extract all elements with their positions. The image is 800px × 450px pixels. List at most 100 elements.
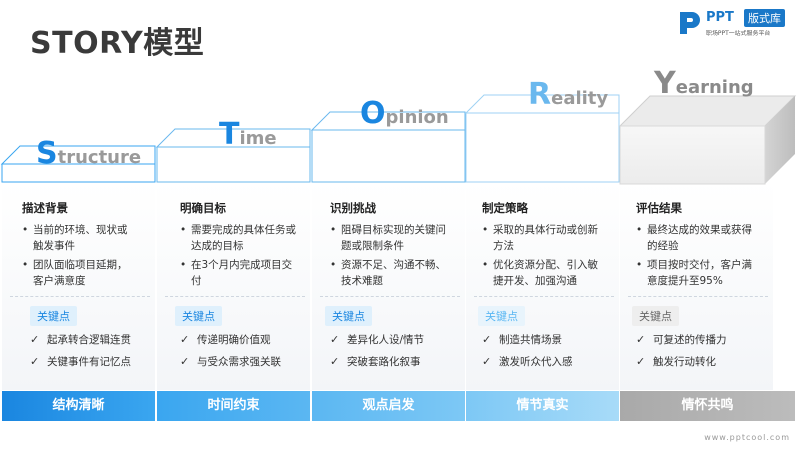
step-opinion: Opinion bbox=[310, 96, 466, 184]
list-item: 团队面临项目延期，客户满意度 bbox=[22, 257, 137, 289]
step-structure: Structure bbox=[0, 136, 156, 184]
check-icon: ✓ bbox=[482, 355, 492, 368]
check-icon: ✓ bbox=[330, 333, 340, 346]
list-item: 采取的具体行动或创新方法 bbox=[482, 222, 600, 254]
key-point-list: ✓ 传递明确价值观 ✓ 与受众需求强关联 bbox=[180, 333, 330, 377]
check-icon: ✓ bbox=[30, 355, 40, 368]
logo-mark-icon bbox=[680, 12, 700, 34]
list-item: 最终达成的效果或获得的经验 bbox=[636, 222, 761, 254]
list-item: 需要完成的具体任务或达成的目标 bbox=[180, 222, 298, 254]
step-box bbox=[618, 95, 797, 185]
divider bbox=[474, 296, 614, 297]
check-item: ✓ 激发听众代入感 bbox=[482, 355, 632, 369]
check-text: 起承转合逻辑连贯 bbox=[47, 334, 131, 346]
key-point-list: ✓ 可复述的传播力 ✓ 触发行动转化 bbox=[636, 333, 786, 377]
key-point-label: 关键点 bbox=[632, 306, 679, 326]
step-initial: R bbox=[528, 77, 552, 112]
check-item: ✓ 突破套路化叙事 bbox=[330, 355, 480, 369]
step-word: Yearning bbox=[654, 66, 754, 101]
step-box bbox=[310, 111, 466, 183]
check-text: 触发行动转化 bbox=[653, 356, 716, 368]
list-item: 项目按时交付，客户满意度提升至95% bbox=[636, 257, 761, 289]
check-text: 制造共情场景 bbox=[499, 334, 562, 346]
check-icon: ✓ bbox=[180, 333, 190, 346]
divider bbox=[10, 296, 150, 297]
column-heading: 制定策略 bbox=[482, 201, 528, 215]
list-item: 在3个月内完成项目交付 bbox=[180, 257, 298, 289]
column-heading: 描述背景 bbox=[22, 201, 68, 215]
step-rest: ime bbox=[239, 128, 277, 149]
check-text: 突破套路化叙事 bbox=[347, 356, 421, 368]
step-yearning: Yearning bbox=[618, 66, 797, 185]
logo-badge: 版式库 bbox=[744, 9, 785, 27]
column-time: 明确目标 需要完成的具体任务或达成的目标 在3个月内完成项目交付 bbox=[180, 200, 330, 292]
step-rest: eality bbox=[551, 88, 609, 109]
slide-title: STORY模型 bbox=[30, 26, 205, 61]
check-item: ✓ 关键事件有记忆点 bbox=[30, 355, 180, 369]
check-text: 与受众需求强关联 bbox=[197, 356, 281, 368]
column-yearning: 评估结果 最终达成的效果或获得的经验 项目按时交付，客户满意度提升至95% bbox=[636, 200, 786, 292]
check-icon: ✓ bbox=[482, 333, 492, 346]
key-point-label: 关键点 bbox=[30, 306, 77, 326]
check-item: ✓ 制造共情场景 bbox=[482, 333, 632, 347]
step-initial: S bbox=[36, 136, 58, 171]
check-item: ✓ 触发行动转化 bbox=[636, 355, 786, 369]
bar-opinion: 观点启发 bbox=[312, 391, 465, 421]
check-item: ✓差异化人设/情节 bbox=[330, 333, 480, 347]
check-icon: ✓ bbox=[30, 333, 40, 346]
key-point-label: 关键点 bbox=[478, 306, 525, 326]
key-point-label: 关键点 bbox=[175, 306, 222, 326]
column-structure: 描述背景 当前的环境、现状或触发事件 团队面临项目延期，客户满意度 bbox=[22, 200, 172, 292]
bar-structure: 结构清晰 bbox=[2, 391, 155, 421]
footer-url: www.pptcool.com bbox=[704, 433, 790, 442]
divider bbox=[165, 296, 305, 297]
brand-logo: PPT 版式库 职场PPT一站式服务平台 bbox=[678, 8, 794, 42]
bar-time: 时间约束 bbox=[157, 391, 310, 421]
divider bbox=[628, 296, 768, 297]
column-reality: 制定策略 采取的具体行动或创新方法 优化资源分配、引入敏捷开发、加强沟通 bbox=[482, 200, 632, 292]
check-item: ✓ 与受众需求强关联 bbox=[180, 355, 330, 369]
step-time: Time bbox=[155, 117, 311, 184]
step-initial: O bbox=[360, 96, 386, 131]
list-item: 当前的环境、现状或触发事件 bbox=[22, 222, 137, 254]
step-rest: tructure bbox=[57, 147, 142, 168]
check-text: 可复述的传播力 bbox=[653, 334, 727, 346]
check-text: 关键事件有记忆点 bbox=[47, 356, 131, 368]
step-reality: Reality bbox=[464, 77, 620, 184]
step-box bbox=[0, 145, 156, 183]
column-heading: 评估结果 bbox=[636, 201, 682, 215]
bar-yearning: 情怀共鸣 bbox=[620, 391, 795, 421]
step-box bbox=[464, 94, 620, 183]
check-icon: ✓ bbox=[180, 355, 190, 368]
key-point-list: ✓ 制造共情场景 ✓ 激发听众代入感 bbox=[482, 333, 632, 377]
divider bbox=[320, 296, 460, 297]
step-rest: earning bbox=[675, 77, 754, 98]
check-text: 激发听众代入感 bbox=[499, 356, 573, 368]
list-item: 资源不足、沟通不畅、技术难题 bbox=[330, 257, 448, 289]
key-point-label: 关键点 bbox=[325, 306, 372, 326]
list-item: 阻碍目标实现的关键问题或限制条件 bbox=[330, 222, 448, 254]
check-item: ✓ 传递明确价值观 bbox=[180, 333, 330, 347]
check-text: 传递明确价值观 bbox=[197, 334, 271, 346]
logo-tagline: 职场PPT一站式服务平台 bbox=[706, 29, 771, 37]
step-initial: T bbox=[219, 117, 240, 152]
column-heading: 识别挑战 bbox=[330, 201, 376, 215]
step-word: Reality bbox=[528, 77, 608, 112]
check-icon: ✓ bbox=[330, 355, 340, 368]
step-rest: pinion bbox=[385, 107, 449, 128]
bar-reality: 情节真实 bbox=[466, 391, 619, 421]
key-point-list: ✓差异化人设/情节 ✓ 突破套路化叙事 bbox=[330, 333, 480, 377]
step-word: Opinion bbox=[360, 96, 449, 131]
step-word: Time bbox=[219, 117, 277, 152]
key-point-list: ✓ 起承转合逻辑连贯 ✓ 关键事件有记忆点 bbox=[30, 333, 180, 377]
check-item: ✓ 可复述的传播力 bbox=[636, 333, 786, 347]
column-opinion: 识别挑战 阻碍目标实现的关键问题或限制条件 资源不足、沟通不畅、技术难题 bbox=[330, 200, 480, 292]
column-heading: 明确目标 bbox=[180, 201, 226, 215]
step-word: Structure bbox=[36, 136, 141, 171]
check-icon: ✓ bbox=[636, 355, 646, 368]
check-item: ✓ 起承转合逻辑连贯 bbox=[30, 333, 180, 347]
step-initial: Y bbox=[654, 66, 676, 101]
logo-brand: PPT bbox=[706, 10, 734, 25]
check-icon: ✓ bbox=[636, 333, 646, 346]
list-item: 优化资源分配、引入敏捷开发、加强沟通 bbox=[482, 257, 600, 289]
